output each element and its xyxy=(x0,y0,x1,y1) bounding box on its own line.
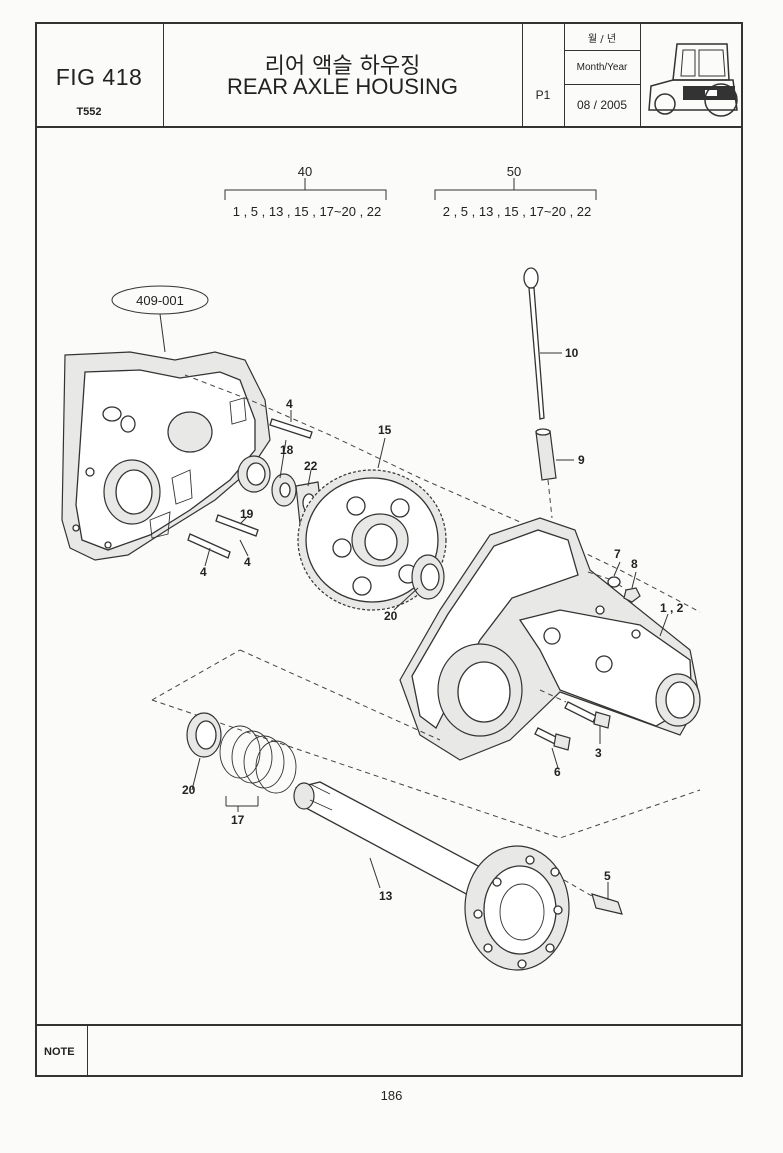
bearing xyxy=(237,455,271,493)
bearing-rings xyxy=(219,725,297,794)
note-label: NOTE xyxy=(44,1046,75,1058)
page-frame xyxy=(35,22,743,1077)
date-label: Month/Year xyxy=(576,62,628,73)
note-row: NOTE xyxy=(35,1024,743,1077)
model-code: T552 xyxy=(76,106,102,118)
callout-label: 22 xyxy=(304,459,318,473)
callout-label: 3 xyxy=(595,746,602,760)
dipstick xyxy=(523,267,545,420)
stud-bolt xyxy=(187,533,231,559)
callout-label: 20 xyxy=(182,783,196,797)
group-parts: 1 , 5 , 13 , 15 , 17~20 , 22 xyxy=(233,204,382,219)
oil-seal xyxy=(186,712,222,758)
divider xyxy=(163,22,164,126)
bolt xyxy=(534,727,571,751)
callout-label: 13 xyxy=(379,889,393,903)
figure-number: FIG 418 xyxy=(55,64,143,90)
center-axis xyxy=(184,374,701,613)
divider xyxy=(564,84,640,85)
axle-shaft xyxy=(293,781,570,971)
date-label-korean: 월 / 년 xyxy=(587,34,617,45)
reference-label: 409-001 xyxy=(136,293,184,308)
leader-line xyxy=(159,313,166,353)
divider xyxy=(522,22,523,126)
callout-label: 4 xyxy=(286,397,293,411)
rear-axle-housing xyxy=(399,517,701,761)
date-value: 08 / 2005 xyxy=(576,98,628,112)
callout-label: 5 xyxy=(604,869,611,883)
dipstick-tube xyxy=(535,428,557,481)
divider xyxy=(564,50,640,51)
sheet-number: P1 xyxy=(535,88,551,102)
transmission-case xyxy=(61,351,271,561)
group-number: 50 xyxy=(507,164,521,179)
title-korean: 리어 액슬 하우징 xyxy=(264,54,421,79)
stud-bolt xyxy=(269,418,313,439)
title-block: FIG 418 T552 리어 액슬 하우징 REAR AXLE HOUSING… xyxy=(35,22,743,128)
divider xyxy=(87,1026,88,1077)
callout-label: 6 xyxy=(554,765,561,779)
group-bracket-40 xyxy=(224,178,387,200)
callout-label: 1 , 2 xyxy=(660,601,684,615)
assembly-boundary xyxy=(151,649,701,839)
group-parts: 2 , 5 , 13 , 15 , 17~20 , 22 xyxy=(443,204,592,219)
callout-label: 18 xyxy=(280,443,294,457)
callout-label: 4 xyxy=(244,555,251,569)
thrust-washer xyxy=(271,473,297,507)
group-bracket-50 xyxy=(434,178,597,200)
callout-label: 15 xyxy=(378,423,392,437)
oil-seal xyxy=(411,554,445,600)
tractor-icon xyxy=(648,43,738,117)
bull-gear xyxy=(297,469,447,611)
callout-label: 4 xyxy=(200,565,207,579)
group-number: 40 xyxy=(298,164,312,179)
stud-bolt xyxy=(215,514,259,537)
callout-label: 10 xyxy=(565,346,579,360)
hex-nut xyxy=(623,587,641,603)
page-number: 186 xyxy=(380,1088,403,1103)
divider xyxy=(564,22,565,126)
callout-label: 20 xyxy=(384,609,398,623)
divider xyxy=(640,22,641,126)
callout-label: 17 xyxy=(231,813,245,827)
callout-label: 19 xyxy=(240,507,254,521)
callout-label: 8 xyxy=(631,557,638,571)
callout-label: 7 xyxy=(614,547,621,561)
washer xyxy=(607,576,621,588)
bolt xyxy=(564,701,611,729)
wheel-stud xyxy=(591,893,623,915)
page-title: REAR AXLE HOUSING xyxy=(226,74,459,99)
callout-label: 9 xyxy=(578,453,585,467)
